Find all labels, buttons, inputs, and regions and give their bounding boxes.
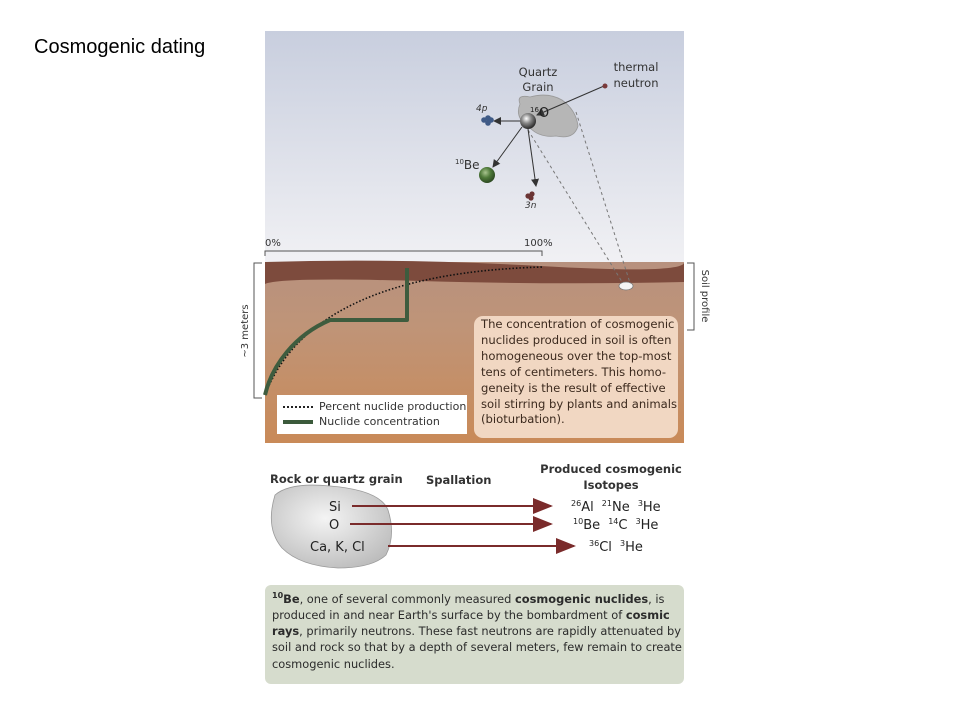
be-arrow: [492, 126, 523, 168]
caption-be-symbol: 10Be: [272, 591, 300, 606]
legend-production-label: Percent nuclide production: [319, 400, 467, 413]
oxygen-label: 16O: [530, 106, 549, 121]
scale-bar: [264, 250, 543, 256]
caption-part2: , is produced in and near Earth's surfac…: [272, 591, 665, 622]
bioturbation-note: The concentration of cosmogenic nuclides…: [474, 316, 678, 438]
sky-panel: [265, 31, 684, 264]
quartz-label-1: Quartz: [519, 65, 558, 79]
soil-grain: [618, 281, 634, 291]
legend-concentration-label: Nuclide concentration: [319, 415, 440, 428]
products-label-2: Isotopes: [583, 478, 638, 492]
thermal-neutron: [602, 83, 608, 89]
caption: 10Be, one of several commonly measured c…: [265, 585, 684, 684]
proton-label: 4p: [476, 104, 488, 114]
soil-profile-label: Soil profile: [699, 270, 710, 323]
scale-end-label: 100%: [524, 238, 553, 249]
isotopes-si: 26Al 21Ne 3He: [571, 496, 661, 515]
production-curve: [264, 266, 544, 396]
depth-bracket: [253, 262, 262, 399]
neutrons-out-arrow: [527, 128, 539, 187]
thermal-label-2: neutron: [614, 76, 659, 90]
element-cakcl: Ca, K, Cl: [310, 540, 365, 555]
caption-term1: cosmogenic nuclides: [515, 591, 649, 606]
neutron-arrow: [536, 85, 605, 116]
depth-label: ~3 meters: [240, 304, 251, 357]
slide-title: Cosmogenic dating: [34, 36, 206, 58]
legend-solid-swatch: [283, 420, 313, 424]
caption-part1: , one of several commonly measured: [299, 591, 516, 606]
dashed-path-left: [527, 129, 625, 286]
concentration-curve: [263, 268, 409, 396]
spallation-label: Spallation: [426, 473, 491, 487]
quartz-label-2: Grain: [522, 80, 553, 94]
thermal-label-1: thermal: [614, 60, 659, 74]
isotopes-o: 10Be 14C 3He: [573, 514, 658, 533]
scale-start-label: 0%: [265, 238, 281, 249]
legend-dotted-swatch: [283, 406, 313, 408]
proton-cluster: [481, 115, 494, 126]
neutrons-label: 3n: [525, 201, 537, 211]
neutron-cluster: [525, 191, 535, 201]
element-o: O: [329, 518, 339, 533]
rock-label: Rock or quartz grain: [270, 472, 403, 486]
caption-part3: , primarily neutrons. These fast neutron…: [272, 624, 682, 671]
soil-profile-bracket: [687, 262, 695, 331]
products-label-1: Produced cosmogenic: [540, 462, 682, 476]
be-nucleus: [479, 167, 495, 183]
be-label: 10Be: [455, 158, 480, 172]
isotopes-cakcl: 36Cl 3He: [589, 536, 643, 555]
oxygen-nucleus: [520, 113, 536, 129]
element-si: Si: [329, 500, 341, 515]
caption-term2: cosmic rays: [272, 608, 670, 639]
legend: Percent nuclide production Nuclide conce…: [277, 395, 467, 434]
caption-be-mass: 10: [272, 591, 284, 600]
